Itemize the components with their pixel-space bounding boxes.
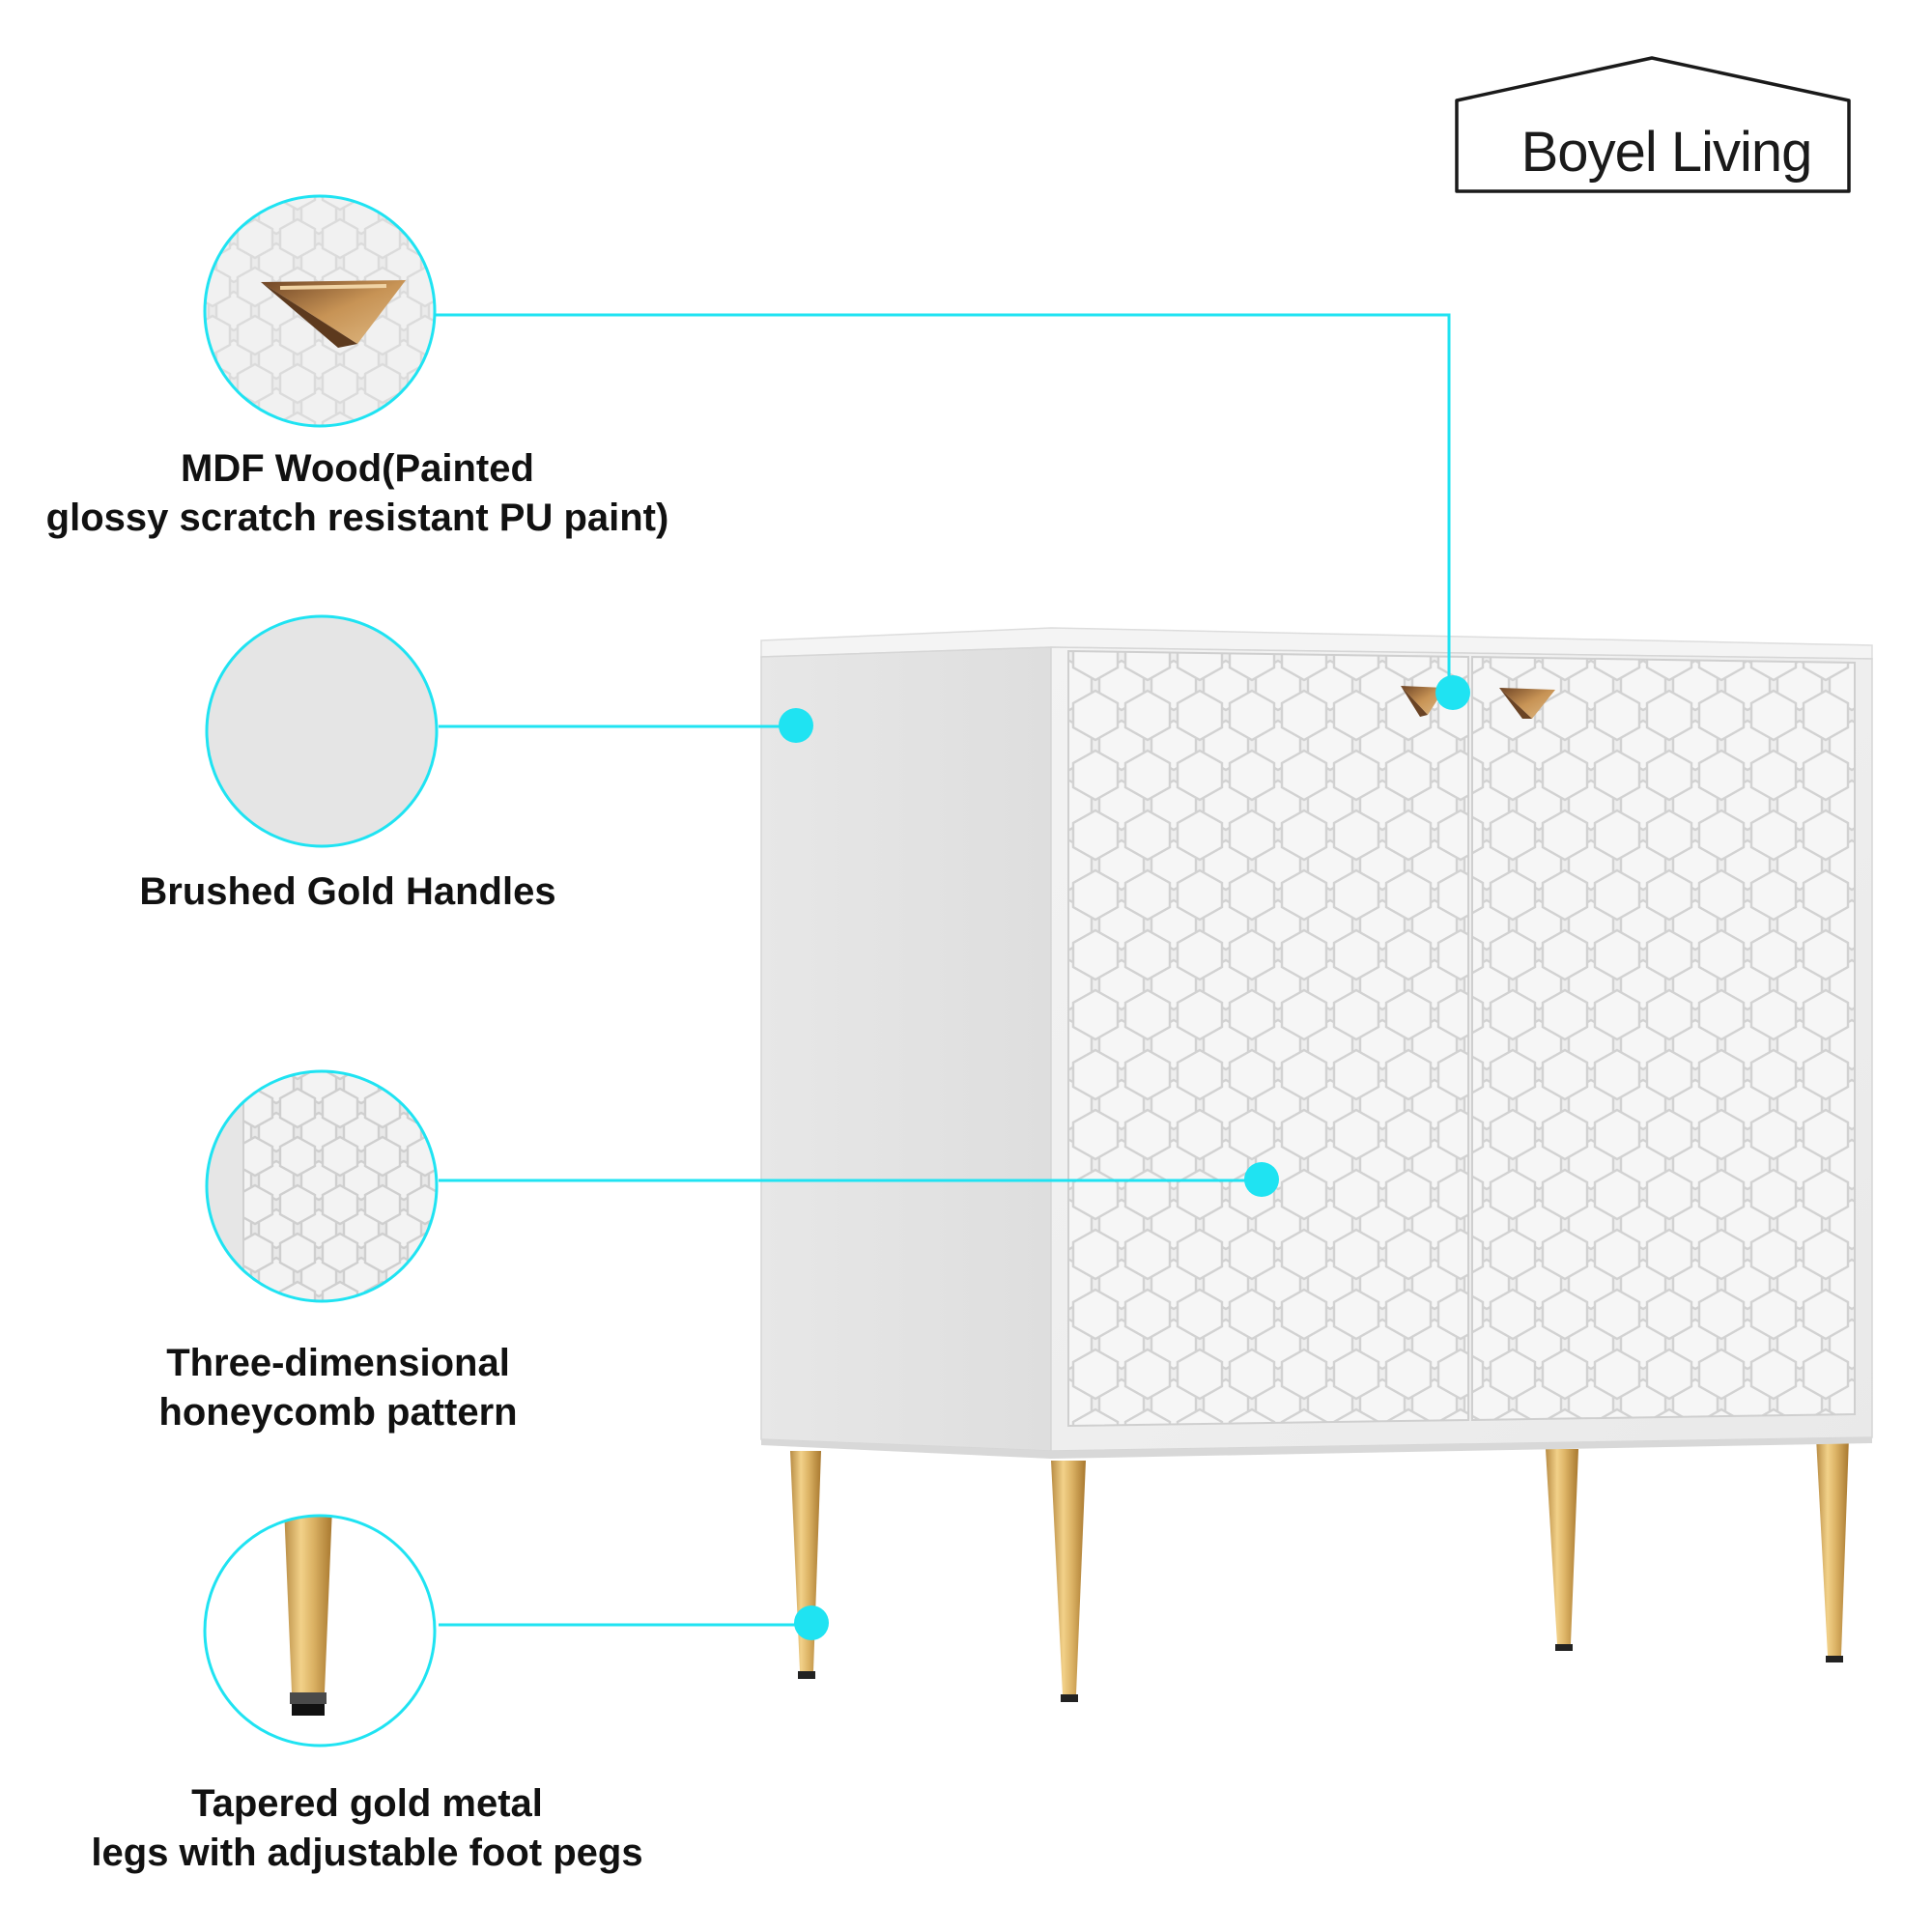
caption-mdf-line1: MDF Wood(Painted: [181, 447, 534, 490]
caption-handles-line1: Brushed Gold Handles: [139, 870, 556, 913]
caption-honeycomb: Three-dimensional honeycomb pattern: [29, 1339, 647, 1437]
brand-logo-house-icon: [1455, 56, 1851, 193]
cabinet-handle-right: [1499, 688, 1555, 719]
callout-dot-legs: [794, 1605, 829, 1640]
caption-handles: Brushed Gold Handles: [39, 867, 657, 917]
caption-legs-line2: legs with adjustable foot pegs: [91, 1832, 643, 1874]
cabinet-handle-left: [1401, 686, 1445, 717]
callout-lines: [436, 313, 1451, 1627]
caption-mdf: MDF Wood(Painted glossy scratch resistan…: [39, 444, 676, 543]
caption-mdf-line2: glossy scratch resistant PU paint): [45, 497, 669, 539]
detail-circle-mdf: [203, 194, 437, 428]
cabinet: [760, 627, 1873, 1702]
caption-legs-line1: Tapered gold metal: [191, 1782, 543, 1825]
caption-honeycomb-line2: honeycomb pattern: [158, 1391, 518, 1434]
callout-dot-honeycomb: [1244, 1162, 1279, 1197]
callout-dot-mdf: [1435, 675, 1470, 710]
callout-dots: [779, 675, 1470, 1640]
brand-logo-text: Boyel Living: [1520, 121, 1813, 184]
detail-circle-handles: [205, 614, 439, 848]
caption-honeycomb-line1: Three-dimensional: [166, 1342, 510, 1384]
detail-circle-legs: [203, 1514, 437, 1747]
callout-dot-handles: [779, 708, 813, 743]
caption-legs: Tapered gold metal legs with adjustable …: [29, 1779, 705, 1878]
cabinet-legs: [790, 1437, 1849, 1702]
detail-circle-honeycomb: [205, 1069, 439, 1303]
